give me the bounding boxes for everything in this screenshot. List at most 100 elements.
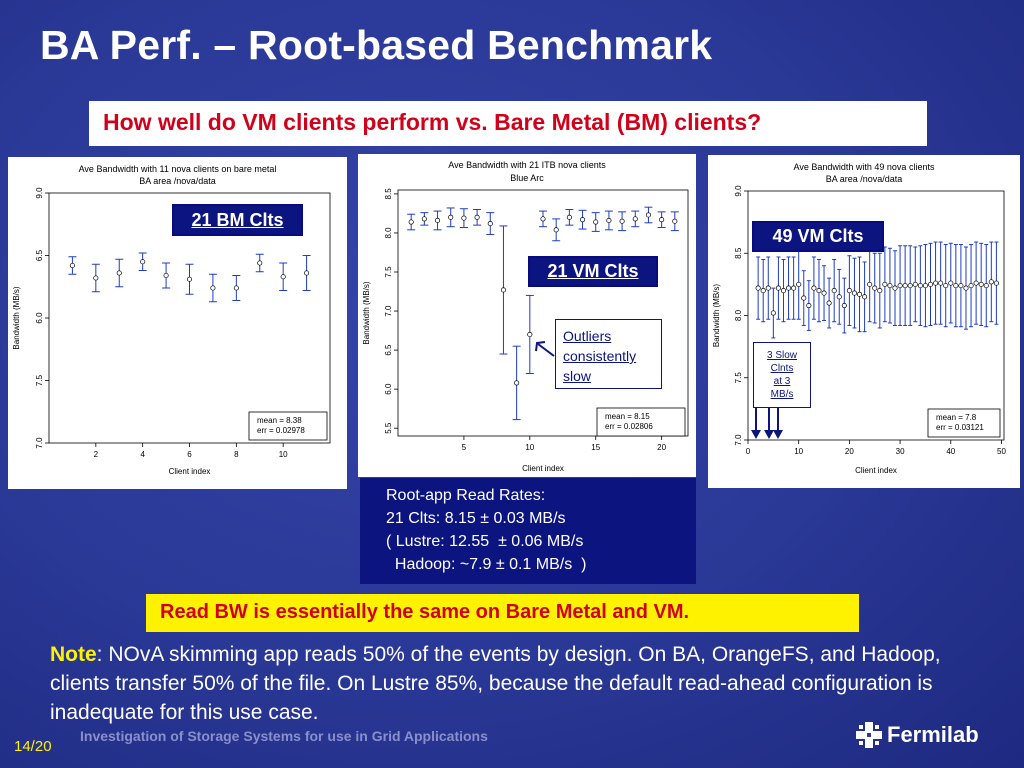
data-point [514,380,520,386]
y-tick-label: 7.0 [734,434,743,446]
data-point [882,281,888,287]
data-point [566,214,572,220]
y-tick-label: 7.5 [384,266,393,278]
data-point [540,216,546,222]
x-tick-label: 2 [94,450,99,459]
data-point [421,216,427,222]
slow-line-4: MB/s [770,389,794,400]
data-point [579,217,586,223]
data-point [922,283,928,289]
data-point [186,276,193,282]
data-point [500,287,507,293]
data-point [163,272,169,279]
y-axis-label: Bandwidth (MB/s) [712,284,721,347]
y-axis-label: Bandwidth (MB/s) [362,281,371,344]
rates-line-4: Hadoop: ~7.9 ± 0.1 MB/s ) [386,556,587,573]
y-tick-label: 8.5 [384,188,393,200]
rates-line-1: Root-app Read Rates: [386,487,546,504]
x-tick-label: 6 [187,450,192,459]
y-tick-label: 6.5 [384,344,393,356]
fermilab-logo-text: Fermilab [887,722,979,747]
data-point [907,283,913,289]
data-point [948,280,954,286]
x-tick-label: 20 [657,443,666,452]
outliers-line-1: Outliers [563,328,612,344]
rates-line-3: ( Lustre: 12.55 ± 0.06 MB/s [386,533,584,550]
stats-box [596,407,686,437]
x-axis-label: Client index [522,464,564,473]
data-point [93,275,99,281]
data-point [210,285,216,291]
x-tick-label: 10 [525,443,534,452]
note-label: Note [50,643,97,666]
data-point [461,215,467,221]
y-tick-label: 9.0 [734,185,743,197]
data-point [993,280,999,286]
y-tick-label: 5.5 [384,422,393,434]
y-tick-label: 6.0 [35,312,44,324]
data-point [786,285,792,291]
data-point [408,219,414,225]
stats-line: mean = 8.38 [257,416,302,425]
data-point [434,217,441,224]
x-tick-label: 40 [946,447,955,456]
slow-clients-arrows-icon [751,408,783,439]
chart-title: Ave Bandwidth with 49 nova clients [794,162,935,172]
chart-subtitle: BA area /nova/data [139,176,216,186]
stats-line: err = 0.03121 [936,423,984,432]
data-point [963,285,969,291]
y-tick-label: 6.5 [35,249,44,261]
x-tick-label: 20 [845,447,854,456]
fermilab-logo-icon [856,722,882,748]
data-point [806,302,812,309]
data-point [304,270,310,276]
slow-clients-callout: 3 Slow Clnts at 3 MB/s [753,342,811,408]
data-point [780,288,787,294]
y-tick-label: 7.5 [35,374,44,386]
data-point [927,281,934,287]
data-point [973,280,979,286]
data-point [280,274,286,280]
chart-title: Ave Bandwidth with 21 ITB nova clients [448,160,606,170]
bm-clients-tag-label: 21 BM Clts [174,206,301,234]
y-tick-label: 8.0 [384,227,393,239]
x-tick-label: 10 [794,447,803,456]
data-point [867,281,873,287]
data-point [448,214,454,220]
data-point [760,288,766,294]
chart-svg: Ave Bandwidth with 21 ITB nova clientsBl… [362,160,689,473]
data-point [619,218,625,224]
data-point [902,283,908,289]
x-tick-label: 4 [140,450,145,459]
data-point [821,290,827,296]
data-point [672,218,678,224]
slow-line-1: 3 Slow [766,350,797,361]
x-tick-label: 15 [591,443,600,452]
outliers-callout: Outliers consistently slow [555,319,662,389]
data-point [836,294,842,300]
data-point [897,283,903,289]
data-point [770,310,776,316]
y-tick-label: 7.5 [734,372,743,384]
data-point [659,217,665,223]
data-point [116,270,122,276]
data-point [553,227,559,233]
fermilab-logo: Fermilab [856,722,979,748]
data-point [755,285,761,291]
x-axis-label: Client index [169,467,211,476]
chart-title: Ave Bandwidth with 11 nova clients on ba… [79,164,277,174]
data-point [933,280,939,286]
x-tick-label: 8 [234,450,239,459]
data-point [487,221,493,227]
data-point [841,302,847,309]
data-point [943,283,949,289]
slow-line-2: Clnts [770,363,794,374]
rates-line-2: 21 Clts: 8.15 ± 0.03 MB/s [386,510,566,527]
x-tick-label: 30 [896,447,905,456]
data-point [527,331,533,338]
data-point [796,281,802,287]
plot-frame [397,189,689,437]
data-point [69,262,75,269]
